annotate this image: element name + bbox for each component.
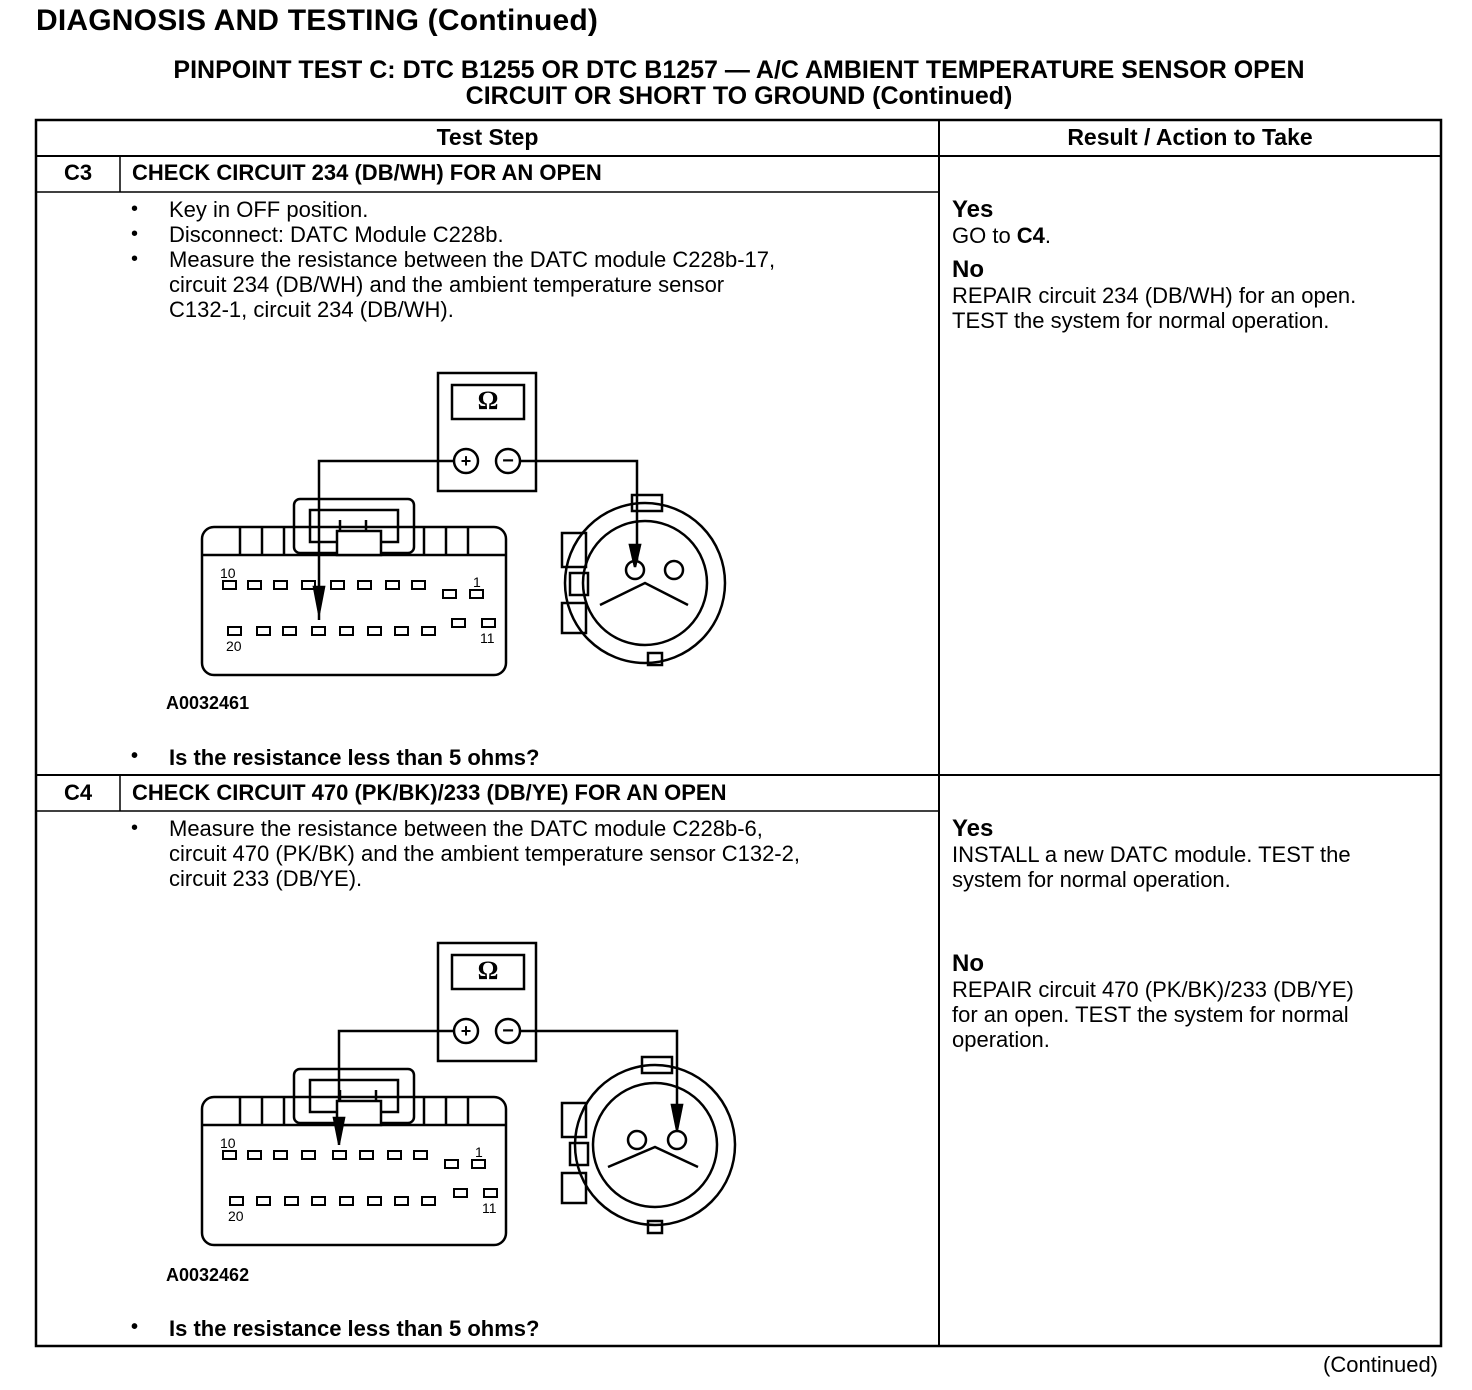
pin-label: 10 <box>220 1135 236 1151</box>
yes-label: Yes <box>952 196 994 223</box>
action-list-c3: Key in OFF position. Disconnect: DATC Mo… <box>131 197 775 322</box>
goto-step-link[interactable]: C4 <box>1016 223 1045 248</box>
pin-label: 10 <box>220 565 236 581</box>
test-title-line1: PINPOINT TEST C: DTC B1255 OR DTC B1257 … <box>173 56 1305 84</box>
pin-label: 11 <box>482 1200 497 1216</box>
pin-label: 1 <box>475 1144 483 1160</box>
action-item: Disconnect: DATC Module C228b. <box>131 222 775 247</box>
ohmmeter <box>436 371 538 493</box>
pin-label: 1 <box>473 574 481 590</box>
yes-label: Yes <box>952 815 994 842</box>
figure-id-c3: A0032461 <box>166 693 250 713</box>
minus-icon: − <box>502 450 514 472</box>
result-c4: Yes INSTALL a new DATC module. TEST the … <box>952 815 1432 1052</box>
figure-id-c4: A0032462 <box>166 1265 250 1285</box>
minus-icon: − <box>502 1020 514 1042</box>
pin-label: 20 <box>228 1208 244 1224</box>
yes-action: INSTALL a new DATC module. TEST the syst… <box>952 842 1351 892</box>
continued-note: (Continued) <box>1323 1352 1438 1377</box>
header-result-action: Result / Action to Take <box>1067 124 1313 150</box>
meter-symbol: Ω <box>478 386 499 415</box>
no-label: No <box>952 950 984 977</box>
wiring-diagram-c3: Ω + − 10 1 20 11 <box>200 371 727 677</box>
plus-icon: + <box>461 1021 472 1041</box>
no-action: REPAIR circuit 470 (PK/BK)/233 (DB/YE) f… <box>952 977 1354 1052</box>
action-item: Measure the resistance between the DATC … <box>131 247 775 322</box>
pin-label: 11 <box>480 630 495 646</box>
test-title-line2: CIRCUIT OR SHORT TO GROUND (Continued) <box>465 82 1013 110</box>
action-item: Key in OFF position. <box>131 197 775 222</box>
no-label: No <box>952 256 984 283</box>
plus-icon: + <box>461 451 472 471</box>
page-title: DIAGNOSIS AND TESTING (Continued) <box>36 4 599 37</box>
no-action: REPAIR circuit 234 (DB/WH) for an open. … <box>952 283 1357 333</box>
action-item: Measure the resistance between the DATC … <box>131 816 800 891</box>
yes-action: GO to C4. <box>952 223 1052 248</box>
question-c4: Is the resistance less than 5 ohms? <box>131 1316 539 1342</box>
step-id-c4: C4 <box>63 780 93 805</box>
pin-label: 20 <box>226 638 242 654</box>
ohmmeter <box>436 941 538 1063</box>
header-test-step: Test Step <box>436 124 539 150</box>
pinpoint-test-title: PINPOINT TEST C: DTC B1255 OR DTC B1257 … <box>36 57 1442 109</box>
wiring-diagram-c4: Ω + − 10 1 20 11 <box>200 941 737 1247</box>
step-id-c3: C3 <box>63 160 93 185</box>
result-c3: Yes GO to C4. No REPAIR circuit 234 (DB/… <box>952 196 1432 333</box>
action-list-c4: Measure the resistance between the DATC … <box>131 816 800 891</box>
question-c3: Is the resistance less than 5 ohms? <box>131 745 539 771</box>
step-title-c4: CHECK CIRCUIT 470 (PK/BK)/233 (DB/YE) FO… <box>132 780 727 805</box>
meter-symbol: Ω <box>478 956 499 985</box>
step-title-c3: CHECK CIRCUIT 234 (DB/WH) FOR AN OPEN <box>132 160 602 185</box>
